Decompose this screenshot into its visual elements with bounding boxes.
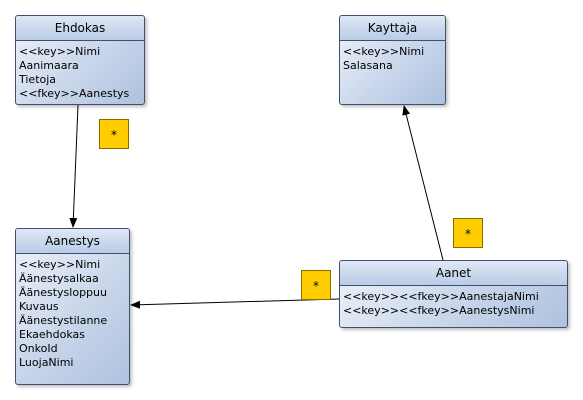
multiplicity-label-aanet-aanestys: *	[301, 270, 331, 300]
attribute: <<key>><<fkey>>AanestysNimi	[343, 304, 535, 317]
attribute: Äänestystilanne	[19, 314, 108, 327]
attribute: Äänestysloppuu	[19, 286, 107, 299]
edge-aanet-to-kayttaja	[402, 105, 444, 261]
attribute: OnkoId	[19, 342, 58, 355]
attribute-list: <<key>>Nimi Aanimaara Tietoja <<fkey>>Aa…	[16, 41, 144, 104]
entity-kayttaja[interactable]: Kayttaja <<key>>Nimi Salasana	[339, 15, 446, 105]
entity-title: Aanestys	[16, 229, 129, 254]
attribute: Kuvaus	[19, 300, 59, 313]
attribute-list: <<key>>Nimi Salasana	[340, 41, 445, 77]
entity-title: Ehdokas	[16, 16, 144, 41]
attribute: LuojaNimi	[19, 356, 74, 369]
entity-aanet[interactable]: Aanet <<key>><<fkey>>AanestajaNimi <<key…	[339, 260, 568, 328]
multiplicity-label-aanet-kayttaja: *	[453, 218, 483, 248]
multiplicity-label-ehdokas-aanestys: *	[99, 119, 129, 149]
attribute-list: <<key>>Nimi Äänestysalkaa Äänestysloppuu…	[16, 254, 129, 374]
attribute: <<key>>Nimi	[343, 45, 425, 58]
attribute: <<key>><<fkey>>AanestajaNimi	[343, 290, 539, 303]
entity-title: Kayttaja	[340, 16, 445, 41]
attribute-list: <<key>><<fkey>>AanestajaNimi <<key>><<fk…	[340, 286, 567, 322]
edge-ehdokas-to-aanestys	[69, 104, 79, 228]
entity-aanestys[interactable]: Aanestys <<key>>Nimi Äänestysalkaa Äänes…	[15, 228, 130, 385]
attribute: Salasana	[343, 59, 393, 72]
entity-ehdokas[interactable]: Ehdokas <<key>>Nimi Aanimaara Tietoja <<…	[15, 15, 145, 105]
attribute: Aanimaara	[19, 59, 79, 72]
attribute: Äänestysalkaa	[19, 272, 99, 285]
attribute: <<key>>Nimi	[19, 45, 101, 58]
attribute: Tietoja	[19, 73, 57, 86]
entity-title: Aanet	[340, 261, 567, 286]
attribute: <<fkey>>Aanestys	[19, 87, 130, 100]
edge-aanet-to-aanestys	[130, 298, 340, 309]
attribute: <<key>>Nimi	[19, 258, 101, 271]
attribute: Ekaehdokas	[19, 328, 85, 341]
